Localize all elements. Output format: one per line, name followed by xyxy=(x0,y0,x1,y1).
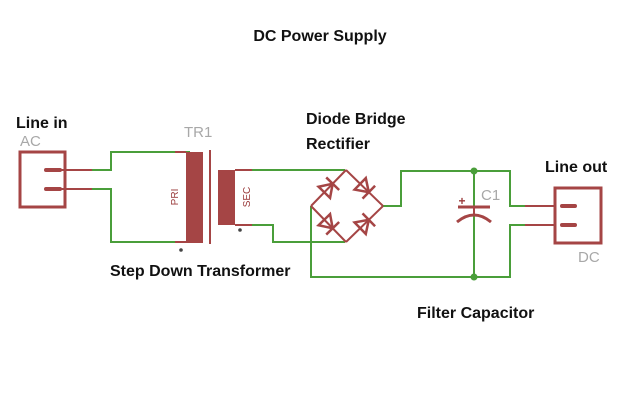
diode-bottom-left-icon xyxy=(316,211,341,236)
diagram-title: DC Power Supply xyxy=(253,28,386,45)
bridge-label-line2: Rectifier xyxy=(306,136,370,153)
bridge-edge xyxy=(345,169,384,207)
wire-sec-bottom xyxy=(252,224,345,243)
diode-top-right-icon xyxy=(352,175,376,200)
bridge-label-line1: Diode Bridge xyxy=(306,111,406,128)
bridge-edge xyxy=(310,169,347,207)
junction-dot-bottom xyxy=(470,273,478,281)
c1-ref-label: C1 xyxy=(481,187,500,204)
connector-2pin-icon xyxy=(18,150,67,209)
wire-negative-rail xyxy=(310,206,525,278)
filter-capacitor: C1 + Filter Capacitor xyxy=(417,187,534,322)
primary-polarity-dot xyxy=(179,248,183,252)
wires xyxy=(92,151,525,281)
capacitor-polarity-plus: + xyxy=(458,194,465,208)
diode-top-left-icon xyxy=(316,176,341,201)
wire-positive-rail xyxy=(383,170,525,207)
line-in-label: Line in xyxy=(16,115,68,132)
output-connector: Line out DC xyxy=(525,159,608,266)
connector-2pin-icon xyxy=(553,186,603,245)
pri-label: PRI xyxy=(170,189,181,206)
tr1-ref-label: TR1 xyxy=(184,124,212,141)
diode-bridge: Diode Bridge Rectifier xyxy=(306,111,406,243)
ac-ref-label: AC xyxy=(20,133,41,150)
diode-bottom-right-icon xyxy=(352,212,376,237)
bridge-edge xyxy=(310,205,347,243)
dc-ref-label: DC xyxy=(578,249,600,266)
junction-dot-top xyxy=(470,167,478,175)
sec-label: SEC xyxy=(242,187,253,208)
secondary-polarity-dot xyxy=(238,228,242,232)
wire-ac-top xyxy=(92,151,190,171)
bridge-edge xyxy=(345,205,384,243)
transformer: TR1 PRI SEC Step Down Transformer xyxy=(110,124,290,280)
line-out-label: Line out xyxy=(545,159,608,176)
step-down-label: Step Down Transformer xyxy=(110,263,290,280)
secondary-coil-icon xyxy=(218,170,235,225)
input-connector: Line in AC xyxy=(16,115,92,209)
primary-coil-icon xyxy=(186,152,203,243)
filter-capacitor-label: Filter Capacitor xyxy=(417,305,534,322)
wire-ac-bottom xyxy=(92,188,190,243)
